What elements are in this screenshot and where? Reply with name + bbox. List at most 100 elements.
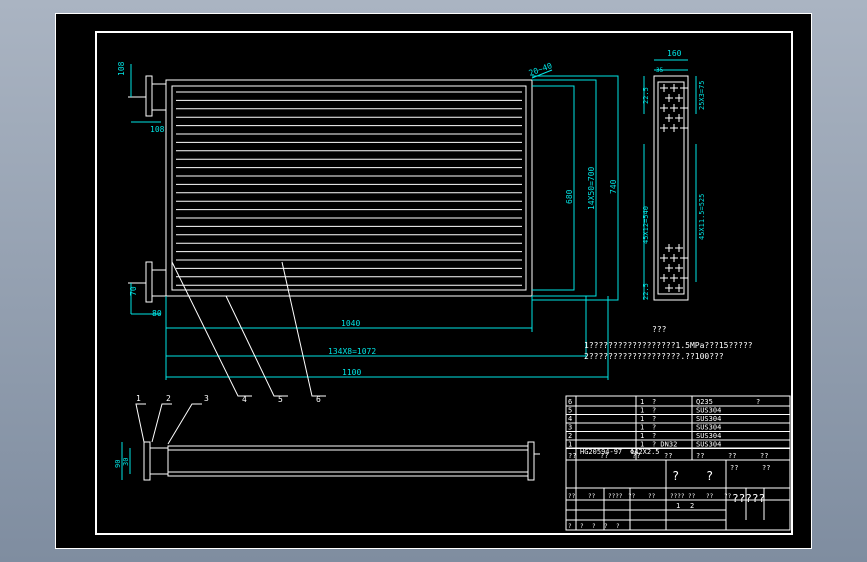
- sheet-border: [95, 31, 793, 535]
- parts-cell: SUS304: [696, 441, 721, 449]
- dim-108-b: 108: [150, 125, 165, 134]
- dim-30: 30: [122, 458, 130, 466]
- parts-cell: SUS304: [696, 424, 721, 432]
- callout-leaders: [135, 261, 326, 445]
- drawing-viewport[interactable]: 108 108 20~40 70 80 1040 134X8=1072 1100…: [55, 13, 812, 549]
- parts-cell: 1: [640, 424, 644, 432]
- sheet-label: ?: [592, 523, 596, 530]
- tube-hole: [670, 274, 678, 282]
- tube-hole: [670, 84, 678, 92]
- tube-hole: [665, 244, 673, 252]
- tube-hole: [670, 124, 678, 132]
- sheet-cell: 1: [676, 502, 680, 510]
- dim-70: 70: [129, 286, 138, 296]
- parts-cell: 5: [568, 407, 572, 415]
- big-mark-2: ?: [706, 469, 713, 483]
- callout-5: 5: [278, 395, 283, 404]
- tube-hole: [675, 284, 683, 292]
- tubesheet-dim-labels: 160 35 22.5 45X12=540 22.5 25X3=75 45X11…: [642, 49, 706, 300]
- tube-hole: [675, 94, 683, 102]
- tube-hole: [660, 124, 668, 132]
- tube-hole: [670, 104, 678, 112]
- sheet-cell: 2: [690, 502, 694, 510]
- parts-cell: 1: [640, 398, 644, 406]
- parts-cell: Q235: [696, 398, 713, 406]
- callout-4: 4: [242, 395, 247, 404]
- parts-cell: 2: [568, 432, 572, 440]
- callout-3: 3: [204, 394, 209, 403]
- parts-cell: ?: [756, 398, 760, 406]
- sig-cell: ??: [628, 493, 636, 500]
- notes-line-1: 1??????????????????1.5MPa???15?????: [584, 341, 753, 350]
- dim-20-40: 20~40: [528, 61, 554, 78]
- tube-hole: [675, 264, 683, 272]
- scale-cell: ??: [688, 493, 696, 500]
- sheet-label: ?: [568, 523, 572, 530]
- header-cell: ??: [696, 452, 704, 460]
- callout-labels: 4 5 6 1 2 3: [136, 394, 321, 404]
- spec-standard: HG20594-97: [580, 448, 622, 456]
- scale-cell: ??: [724, 493, 732, 500]
- sig-cell: ??: [588, 493, 596, 500]
- title-block: [565, 395, 791, 531]
- tube-hole: [660, 84, 668, 92]
- parts-cell: ?: [652, 432, 656, 440]
- parts-cell: ?: [652, 424, 656, 432]
- parts-cell: 6: [568, 398, 572, 406]
- parts-cell: ?: [652, 415, 656, 423]
- tubesheet-dims: [643, 59, 697, 300]
- sig-cell: ????: [608, 493, 623, 500]
- tube-hole: [680, 124, 688, 132]
- tube-hole: [660, 254, 668, 262]
- cad-drawing: 108 108 20~40 70 80 1040 134X8=1072 1100…: [95, 31, 793, 535]
- dim-1040: 1040: [341, 319, 360, 328]
- header-cell: ??: [600, 452, 608, 460]
- dim-80: 80: [152, 309, 162, 318]
- scale-cell: ??: [706, 493, 714, 500]
- dim-90: 90: [114, 460, 122, 468]
- dim-700: 14X50=700: [587, 166, 596, 210]
- sheet-label: ?: [604, 523, 608, 530]
- callout-2: 2: [166, 394, 171, 403]
- tube-hole: [670, 254, 678, 262]
- mark-cell: ??: [762, 464, 770, 472]
- dim-108-a: 108: [117, 61, 126, 76]
- tube-hole: [680, 104, 688, 112]
- tube-hole: [675, 114, 683, 122]
- dim-22-5-bottom: 22.5: [642, 283, 650, 300]
- side-dims: [121, 442, 131, 480]
- front-dim-labels: 108 108 20~40 70 80 1040 134X8=1072 1100…: [117, 61, 618, 377]
- sheet-label: ?: [616, 523, 620, 530]
- parts-cell: SUS304: [696, 432, 721, 440]
- front-view: [128, 75, 533, 303]
- spec-pipe: Φ42X2.5: [630, 448, 660, 456]
- tube-hole: [680, 274, 688, 282]
- parts-cell: 1: [568, 441, 572, 449]
- notes-heading: ???: [652, 325, 667, 334]
- dim-160: 160: [667, 49, 682, 58]
- notes-line-2: 2???????????????????.??100???: [584, 352, 724, 361]
- big-mark-1: ?: [672, 469, 679, 483]
- header-cell: ??: [760, 452, 768, 460]
- tube-hole: [665, 284, 673, 292]
- header-cell: ??: [568, 452, 576, 460]
- tube-hole: [680, 254, 688, 262]
- front-dims: [130, 64, 619, 380]
- side-view: [143, 441, 540, 481]
- dim-22-5-top: 22.5: [642, 87, 650, 104]
- sig-cell: ??: [568, 493, 576, 500]
- header-cell: ??: [632, 452, 640, 460]
- header-cell: ??: [728, 452, 736, 460]
- parts-cell: 4: [568, 415, 572, 423]
- dim-1100: 1100: [342, 368, 361, 377]
- dim-740: 740: [609, 179, 618, 194]
- dim-525: 45X11.5=525: [698, 194, 706, 240]
- tube-hole: [660, 104, 668, 112]
